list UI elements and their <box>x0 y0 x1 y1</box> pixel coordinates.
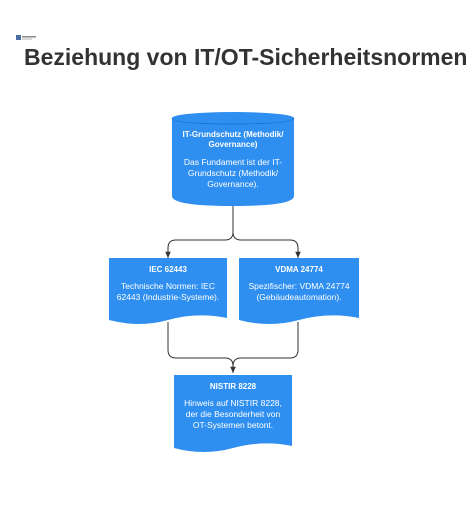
node-nistir-title: NISTIR 8228 <box>209 382 257 391</box>
node-grundschutz: IT-Grundschutz (Methodik/ Governance) Da… <box>180 130 286 190</box>
node-iec-title: IEC 62443 <box>149 265 187 274</box>
edge-grundschutz-to-vdma <box>232 231 301 258</box>
edge-iec-to-nistir <box>167 322 236 373</box>
node-vdma-body: Spezifischer: VDMA 24774 (Gebäudeautomat… <box>248 281 350 302</box>
node-vdma-shape <box>239 258 359 324</box>
node-iec-body: Technische Normen: IEC 62443 (Industrie-… <box>116 281 220 302</box>
node-vdma: VDMA 24774 Spezifischer: VDMA 24774 (Geb… <box>246 265 352 303</box>
page-title: Beziehung von IT/OT-Sicherheitsnormen <box>24 44 467 70</box>
node-iec: IEC 62443 Technische Normen: IEC 62443 (… <box>116 265 220 303</box>
node-grundschutz-body: Das Fundament ist der IT-Grundschutz (Me… <box>183 157 283 189</box>
node-nistir-shape <box>174 375 292 452</box>
node-grundschutz-title: IT-Grundschutz (Methodik/ Governance) <box>182 130 284 149</box>
node-nistir-body: Hinweis auf NISTIR 8228, der die Besonde… <box>184 398 282 430</box>
node-vdma-title: VDMA 24774 <box>275 265 323 274</box>
node-nistir: NISTIR 8228 Hinweis auf NISTIR 8228, der… <box>180 382 286 431</box>
edge-vdma-to-nistir <box>232 322 299 367</box>
logo <box>16 28 36 40</box>
node-grundschutz-shape <box>171 112 295 206</box>
edge-grundschutz-to-split <box>165 204 234 258</box>
node-iec-shape <box>109 258 227 324</box>
